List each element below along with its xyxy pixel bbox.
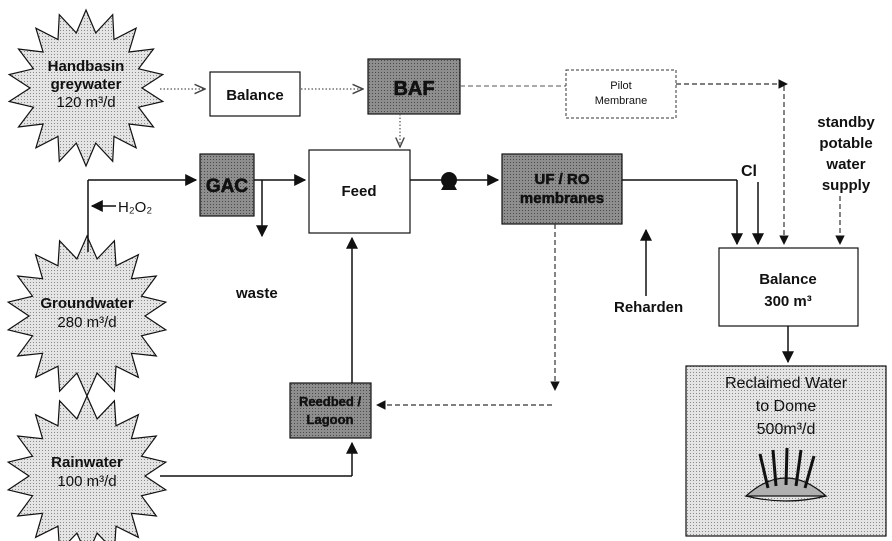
svg-text:potable: potable bbox=[819, 135, 872, 152]
feed-box: Feed bbox=[308, 149, 411, 234]
baf-box: BAF bbox=[367, 58, 461, 115]
pilot-membrane-box: Pilot Membrane bbox=[565, 69, 677, 119]
svg-text:Pilot: Pilot bbox=[610, 80, 631, 92]
svg-text:water: water bbox=[825, 156, 865, 173]
svg-text:UF / RO: UF / RO bbox=[535, 171, 590, 188]
groundwater-label: Groundwater bbox=[40, 295, 134, 312]
handbasin-flow: 120 m³/d bbox=[56, 94, 115, 111]
reedbed-lagoon-box: Reedbed / Lagoon bbox=[289, 382, 372, 439]
rainwater-label: Rainwater bbox=[51, 454, 123, 471]
svg-text:supply: supply bbox=[822, 177, 871, 194]
svg-text:BAF: BAF bbox=[393, 78, 434, 100]
svg-text:Reedbed /: Reedbed / bbox=[299, 394, 362, 409]
balance-top-box: Balance bbox=[209, 71, 301, 117]
svg-text:GAC: GAC bbox=[206, 176, 249, 197]
handbasin-label: Handbasin bbox=[48, 58, 125, 75]
handbasin-greywater-source: Handbasin greywater 120 m³/d bbox=[7, 8, 165, 168]
balance-main-box: Balance 300 m³ bbox=[718, 247, 859, 327]
h2o2-label: H₂O₂ bbox=[118, 199, 152, 216]
waste-label: waste bbox=[235, 285, 278, 302]
pump-icon bbox=[441, 172, 457, 190]
svg-text:Lagoon: Lagoon bbox=[307, 412, 354, 427]
gac-box: GAC bbox=[199, 153, 255, 217]
svg-text:Membrane: Membrane bbox=[595, 95, 648, 107]
greywater-label: greywater bbox=[51, 76, 122, 93]
reharden-label: Reharden bbox=[614, 299, 683, 316]
svg-text:to Dome: to Dome bbox=[756, 398, 817, 415]
svg-text:300 m³: 300 m³ bbox=[764, 293, 812, 310]
uf-ro-membranes-box: UF / RO membranes bbox=[501, 153, 623, 225]
svg-text:Balance: Balance bbox=[226, 87, 284, 104]
svg-text:Balance: Balance bbox=[759, 271, 817, 288]
svg-text:Feed: Feed bbox=[341, 183, 376, 200]
rainwater-flow: 100 m³/d bbox=[57, 473, 116, 490]
cl-label: Cl bbox=[741, 163, 757, 180]
groundwater-flow: 280 m³/d bbox=[57, 314, 116, 331]
svg-text:500m³/d: 500m³/d bbox=[757, 421, 816, 438]
connectors bbox=[87, 79, 845, 477]
svg-text:standby: standby bbox=[817, 114, 875, 131]
rainwater-source: Rainwater 100 m³/d bbox=[6, 394, 168, 541]
standby-potable-supply-label: standby potable water supply bbox=[817, 114, 875, 194]
groundwater-source: Groundwater 280 m³/d bbox=[6, 234, 168, 398]
dome-icon bbox=[744, 447, 828, 502]
svg-text:Reclaimed Water: Reclaimed Water bbox=[725, 375, 848, 392]
svg-text:membranes: membranes bbox=[520, 190, 604, 207]
